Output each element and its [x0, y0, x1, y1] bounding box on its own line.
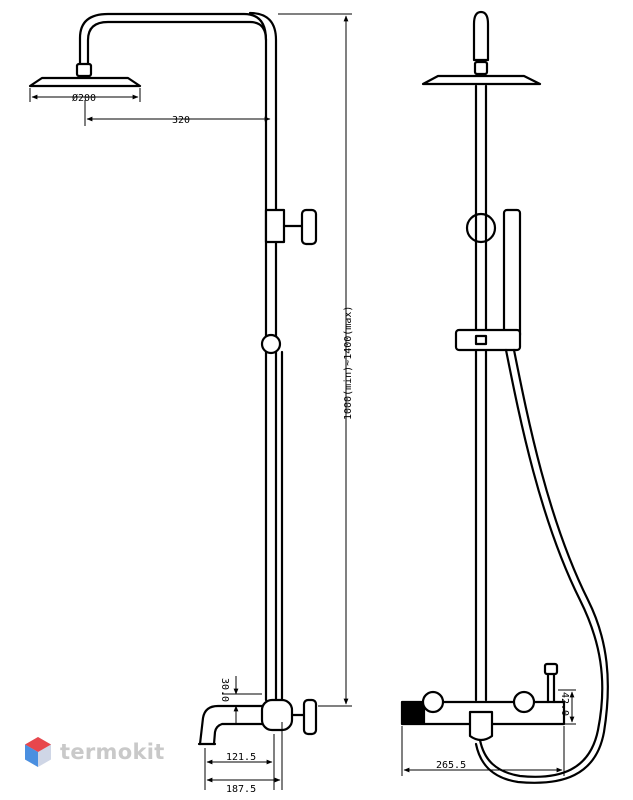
front-slide-holder — [454, 328, 522, 352]
dim-spout-offset: 121.5 — [226, 752, 256, 763]
dim-mixer-height: 42.0 — [559, 692, 570, 716]
dim-arm-reach: 320 — [172, 115, 190, 126]
side-diverter-knob — [300, 208, 318, 246]
front-head-connector — [473, 60, 489, 76]
side-spout — [198, 704, 267, 746]
brand-logo-icon — [25, 737, 51, 767]
front-mixer-grille — [402, 702, 424, 724]
dim-mixer-width: 265.5 — [436, 760, 466, 771]
front-view: 42.0 265.5 — [400, 10, 609, 784]
dim-head-diameter: Ø200 — [72, 92, 96, 104]
side-diverter-body — [264, 208, 286, 244]
side-upper-riser — [78, 12, 268, 342]
side-mixer-knob — [302, 698, 318, 736]
front-diverter — [465, 212, 497, 244]
front-right-knob — [512, 690, 536, 714]
front-shower-head — [421, 74, 542, 86]
side-slide-holder — [260, 333, 282, 355]
front-top-cap — [472, 10, 490, 62]
side-view: Ø200 320 1000(min)~1400(max) 30.0 121.5 … — [28, 11, 354, 795]
watermark: termokit — [24, 736, 165, 768]
front-outlet — [468, 710, 494, 742]
side-shower-head — [28, 76, 142, 88]
front-hose — [478, 348, 604, 778]
dim-spout-height: 30.0 — [219, 678, 230, 702]
brand-name: termokit — [60, 740, 165, 764]
dim-height-range: 1000(min)~1400(max) — [343, 306, 354, 420]
dim-total-depth: 187.5 — [226, 784, 256, 795]
front-left-knob — [421, 690, 445, 714]
front-hand-shower — [502, 208, 522, 340]
side-mixer-body — [260, 698, 294, 732]
side-head-connector — [75, 62, 93, 78]
